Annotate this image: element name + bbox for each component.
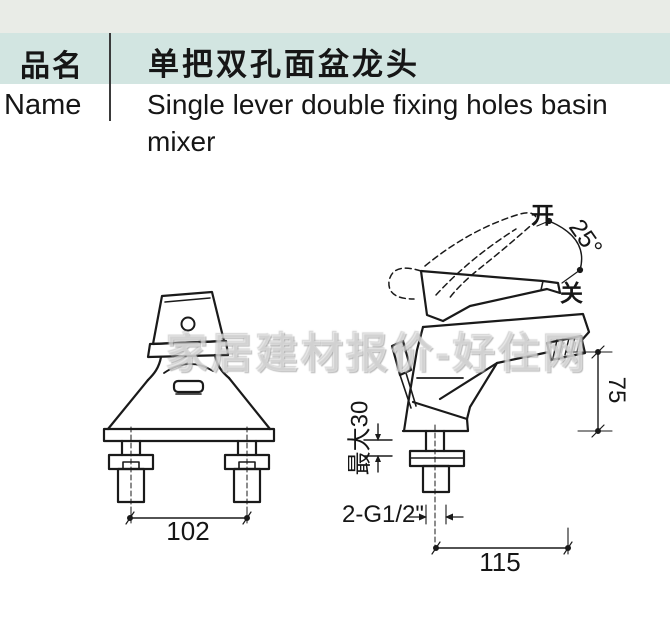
handle-close-label: 关 xyxy=(560,280,583,306)
product-title-en: Single lever double fixing holes basin m… xyxy=(147,89,608,157)
header-band xyxy=(0,33,670,84)
front-view-drawing xyxy=(102,290,276,525)
side-inlet-leg xyxy=(408,424,466,553)
dimension-115-label: 115 xyxy=(479,547,521,577)
watermark-text: 家居建材报价-好住网 xyxy=(166,330,588,377)
dimension-75-lines xyxy=(565,345,613,438)
header-divider xyxy=(109,33,111,121)
top-margin-strip xyxy=(0,0,670,33)
dimension-102-label: 102 xyxy=(166,516,210,546)
angle-arc xyxy=(536,217,584,284)
pop-up-rod xyxy=(390,339,417,409)
dimension-75-label: 75 xyxy=(603,376,630,404)
dimension-thread-lines xyxy=(408,504,464,525)
aerator-hatch xyxy=(545,334,587,362)
product-title-cn: 单把双孔面盆龙头 xyxy=(148,47,420,82)
product-name-label-cn: 品名 xyxy=(20,50,84,83)
handle-open-label: 开 xyxy=(531,202,554,228)
dimension-max30-lines xyxy=(363,423,393,473)
front-right-inlet-leg xyxy=(223,426,271,513)
lever-open-position-dashed xyxy=(388,212,538,301)
dimension-max30-label: 最大30 xyxy=(346,400,374,476)
thread-size-label: 2-G1/2" xyxy=(342,501,424,528)
dimension-102-lines xyxy=(125,511,252,525)
front-left-inlet-leg xyxy=(107,426,155,513)
product-name-label-en: Name xyxy=(4,89,82,121)
side-view-drawing xyxy=(363,212,613,555)
dimension-115-lines xyxy=(431,527,573,555)
